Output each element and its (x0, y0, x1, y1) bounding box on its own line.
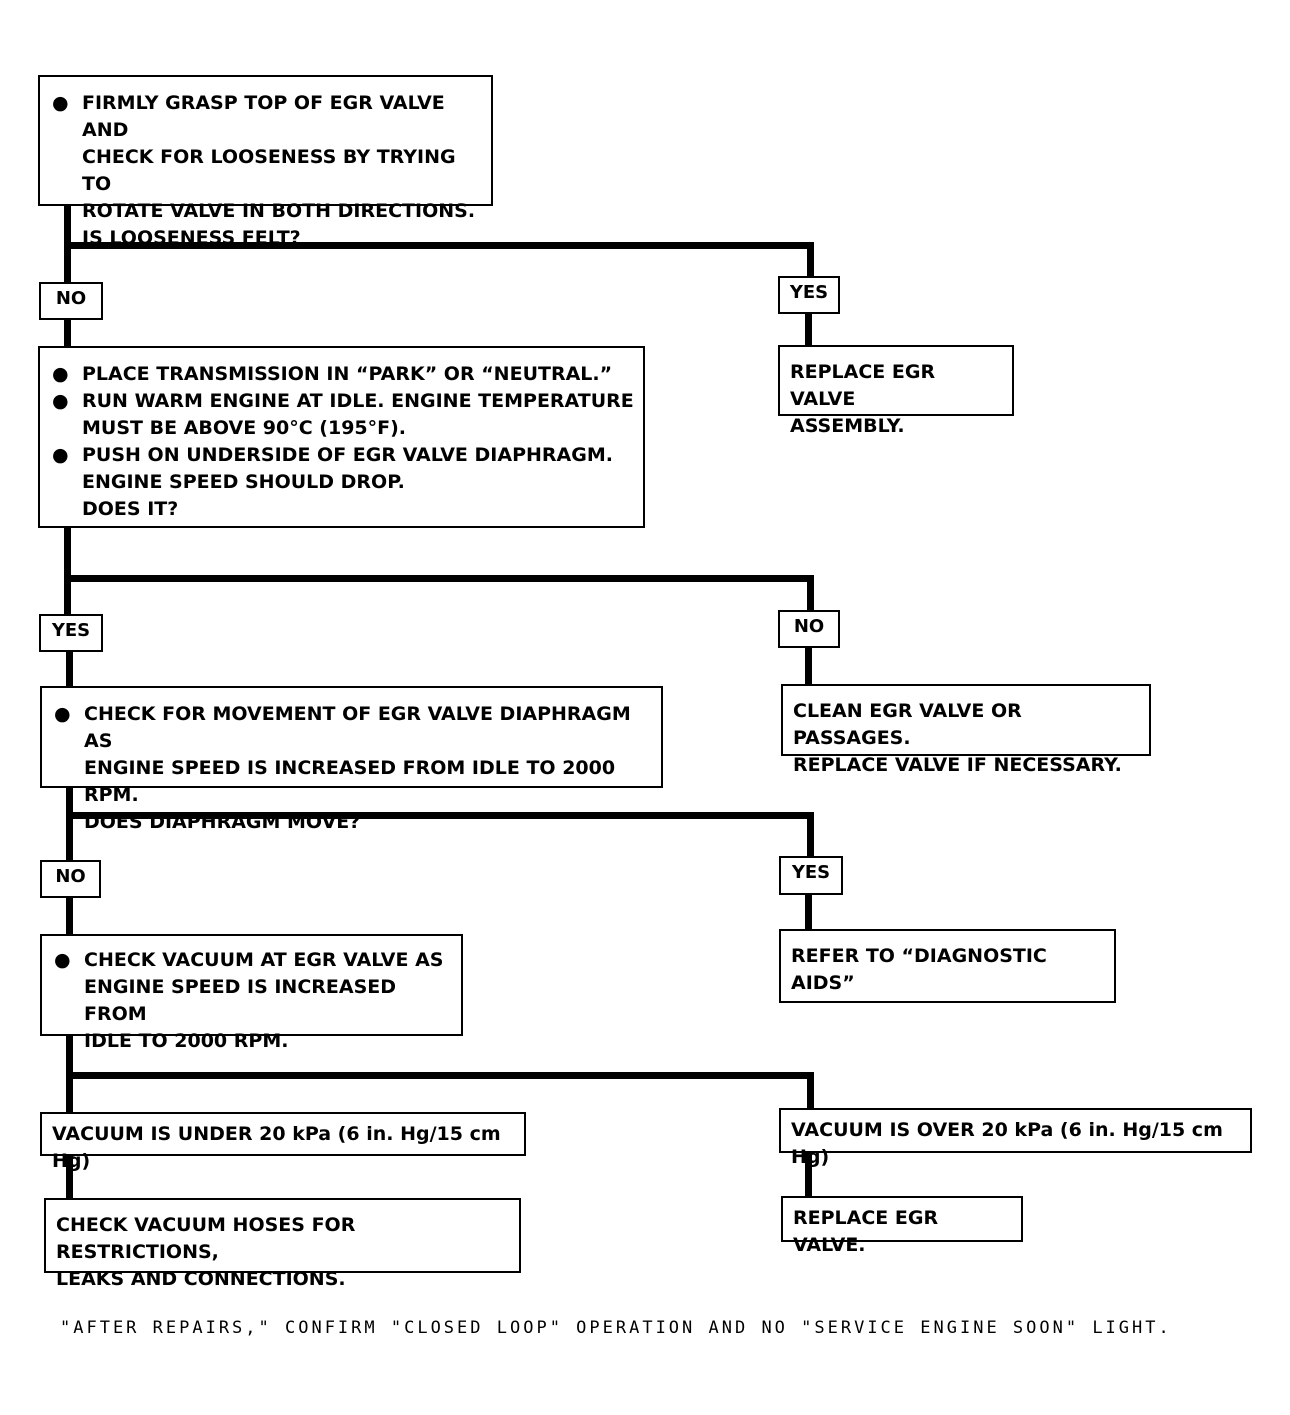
connector (66, 786, 73, 864)
connector (66, 1154, 73, 1200)
vacuum-under-result: CHECK VACUUM HOSES FOR RESTRICTIONS, LEA… (44, 1198, 521, 1290)
branch-label-yes: YES (39, 614, 103, 652)
bullet-item: ●CHECK VACUUM AT EGR VALVE AS ENGINE SPE… (54, 949, 444, 1052)
step2-no-result: CLEAN EGR VALVE OR PASSAGES. REPLACE VAL… (781, 684, 1151, 776)
connector (805, 312, 812, 347)
connector (807, 812, 814, 858)
bullet-item: ●FIRMLY GRASP TOP OF EGR VALVE AND CHECK… (52, 92, 476, 249)
connector (805, 1151, 812, 1198)
bullet-item: ●CHECK FOR MOVEMENT OF EGR VALVE DIAPHRA… (54, 703, 631, 833)
step1-yes-result: REPLACE EGR VALVE ASSEMBLY. (778, 345, 1014, 437)
connector (66, 812, 814, 819)
branch-label-no: NO (778, 610, 840, 648)
connector (64, 318, 71, 348)
branch-label-no: NO (40, 860, 101, 898)
step1-box: ●FIRMLY GRASP TOP OF EGR VALVE AND CHECK… (38, 75, 493, 249)
vacuum-over-box: VACUUM IS OVER 20 kPa (6 in. Hg/15 cm Hg… (779, 1108, 1252, 1168)
connector (805, 646, 812, 686)
connector (807, 575, 814, 613)
connector (64, 575, 814, 582)
bullet-item: ●PLACE TRANSMISSION IN “PARK” OR “NEUTRA… (40, 361, 643, 388)
branch-label-yes: YES (778, 276, 840, 314)
bullet-icon: ● (52, 390, 69, 412)
bullet-icon: ● (52, 363, 69, 385)
bullet-icon: ● (54, 949, 71, 971)
connector (66, 650, 73, 688)
branch-label-no: NO (39, 282, 103, 320)
step3-box: ●CHECK FOR MOVEMENT OF EGR VALVE DIAPHRA… (40, 686, 663, 833)
footer-note: "AFTER REPAIRS," CONFIRM "CLOSED LOOP" O… (60, 1318, 1172, 1338)
step4-box: ●CHECK VACUUM AT EGR VALVE AS ENGINE SPE… (40, 934, 463, 1052)
connector (66, 1072, 814, 1079)
bullet-icon: ● (52, 444, 69, 466)
connector (807, 1072, 814, 1110)
connector (807, 242, 814, 280)
vacuum-over-result: REPLACE EGR VALVE. (781, 1196, 1023, 1256)
connector (64, 242, 814, 249)
bullet-item: ●PUSH ON UNDERSIDE OF EGR VALVE DIAPHRAG… (52, 444, 613, 520)
bullet-icon: ● (52, 92, 69, 114)
connector (64, 526, 71, 618)
bullet-item: ●RUN WARM ENGINE AT IDLE. ENGINE TEMPERA… (52, 390, 634, 439)
connector (805, 893, 812, 931)
bullet-icon: ● (54, 703, 71, 725)
connector (66, 896, 73, 936)
vacuum-under-box: VACUUM IS UNDER 20 kPa (6 in. Hg/15 cm H… (40, 1112, 526, 1172)
branch-label-yes: YES (779, 856, 843, 895)
step2-box: ●PLACE TRANSMISSION IN “PARK” OR “NEUTRA… (38, 346, 645, 528)
step3-yes-result: REFER TO “DIAGNOSTIC AIDS” (779, 929, 1116, 1003)
